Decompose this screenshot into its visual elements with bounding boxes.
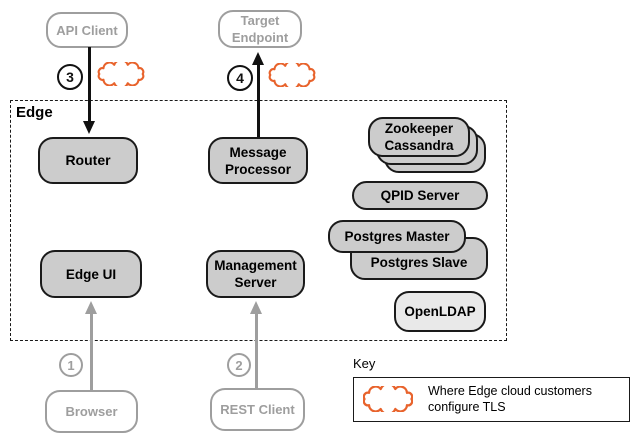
api-client-node: API Client — [46, 12, 128, 48]
rest-client-label: REST Client — [220, 402, 295, 417]
router-node: Router — [38, 137, 138, 184]
key-title: Key — [353, 356, 376, 371]
step-3-label: 3 — [66, 69, 74, 85]
restclient-to-mgmt-line — [254, 313, 258, 388]
step-4-label: 4 — [236, 70, 244, 86]
browser-to-edgeui-line — [89, 313, 93, 390]
edge-ui-label: Edge UI — [65, 266, 117, 282]
api-client-to-router-line — [87, 47, 91, 122]
zookeeper-label: Zookeeper — [384, 121, 454, 136]
postgres-master-label: Postgres Master — [344, 229, 450, 244]
rest-client-node: REST Client — [210, 388, 305, 431]
postgres-slave-label: Postgres Slave — [370, 255, 468, 270]
target-endpoint-node: Target Endpoint — [218, 10, 302, 48]
cassandra-label: Cassandra — [384, 138, 454, 153]
message-processor-node: Message Processor — [208, 137, 308, 184]
restclient-to-mgmt-arrowhead-icon — [249, 301, 262, 314]
step-1-badge: 1 — [59, 353, 83, 377]
browser-to-edgeui-arrowhead-icon — [84, 301, 97, 314]
openldap-label: OpenLDAP — [404, 304, 476, 319]
key-description-line1: Where Edge cloud customers — [428, 384, 592, 398]
message-processor-label: Message Processor — [224, 144, 292, 177]
mp-to-target-line — [257, 64, 260, 138]
openldap-node: OpenLDAP — [394, 291, 486, 332]
management-server-node: Management Server — [206, 250, 305, 298]
key-description-line2: configure TLS — [428, 399, 506, 414]
postgres-master-node: Postgres Master — [328, 220, 466, 253]
api-client-to-router-arrowhead-icon — [82, 121, 95, 134]
target-endpoint-label: Target Endpoint — [231, 13, 289, 45]
step-4-badge: 4 — [227, 65, 253, 91]
key-description: Where Edge cloud customers configure TLS — [428, 384, 628, 415]
zookeeper-cassandra-node: Zookeeper Cassandra — [368, 117, 470, 157]
step-2-label: 2 — [235, 357, 243, 373]
edge-ui-node: Edge UI — [40, 250, 142, 298]
edge-boundary-label: Edge — [16, 104, 53, 121]
qpid-server-node: QPID Server — [352, 181, 488, 210]
browser-node: Browser — [45, 390, 138, 433]
browser-label: Browser — [65, 404, 118, 419]
api-client-label: API Client — [56, 22, 118, 38]
tls-cloud-icon — [268, 63, 316, 87]
step-2-badge: 2 — [227, 353, 251, 377]
step-1-label: 1 — [67, 357, 75, 373]
qpid-server-label: QPID Server — [380, 188, 460, 203]
mp-to-target-arrowhead-icon — [252, 52, 264, 65]
tls-cloud-icon — [363, 386, 413, 412]
management-server-label: Management Server — [214, 258, 297, 290]
router-label: Router — [65, 152, 111, 168]
tls-cloud-icon — [97, 62, 145, 86]
step-3-badge: 3 — [57, 64, 83, 90]
